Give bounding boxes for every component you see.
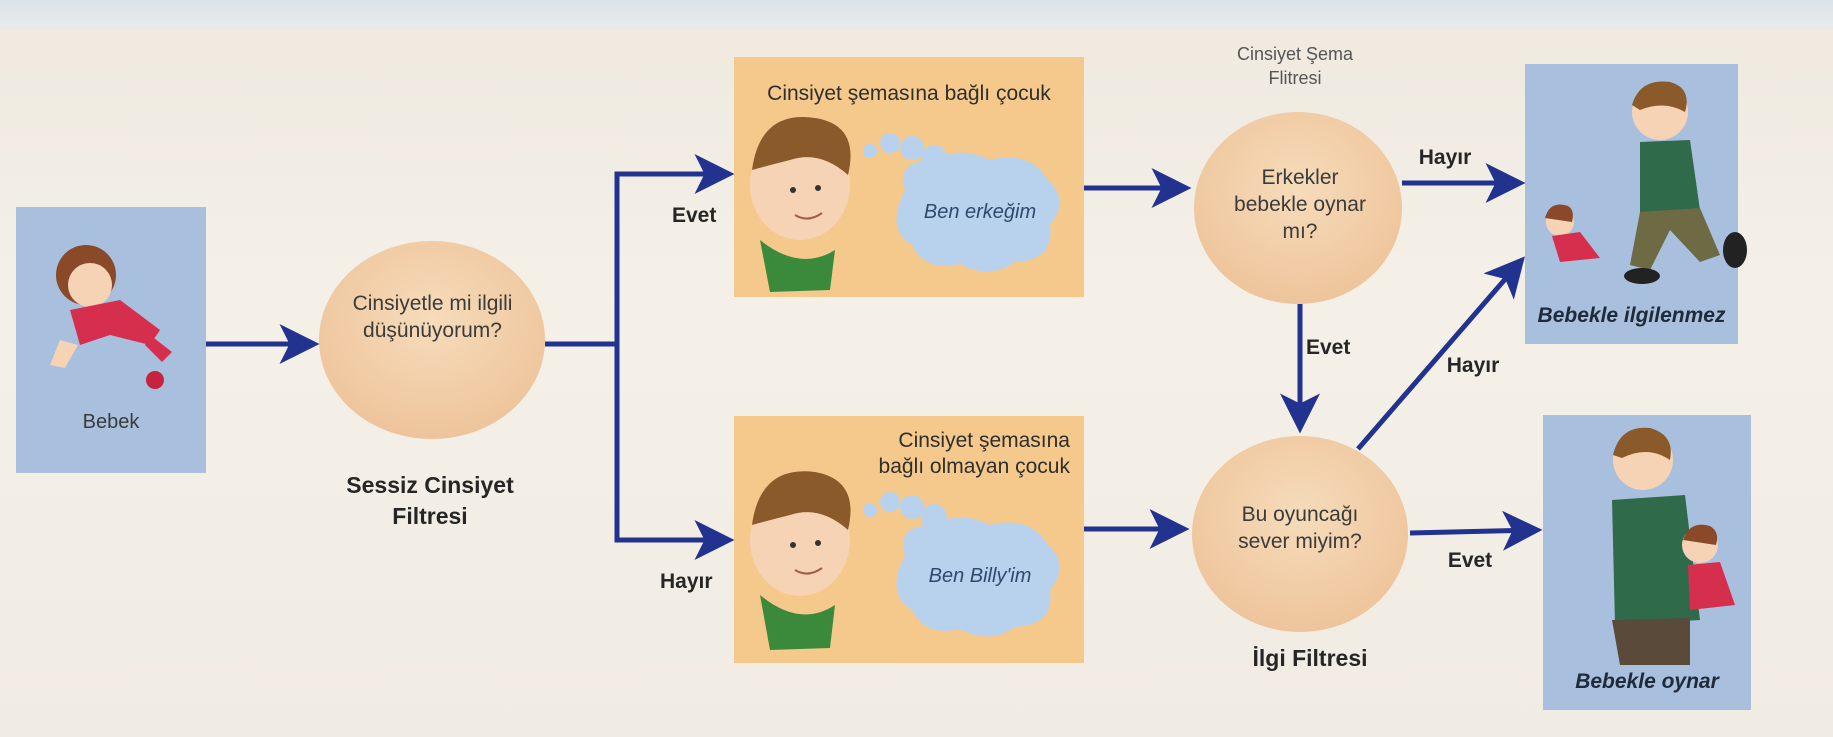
edge-no-gender: Hayır (1418, 146, 1472, 169)
bebek-panel (16, 207, 206, 473)
silent-filter-label: Sessiz Cinsiyet Filtresi (346, 472, 514, 529)
not-interested-panel (1525, 64, 1738, 344)
thought-bubbles-top (863, 133, 947, 171)
edge-yes-interest: Evet (1447, 549, 1493, 572)
boy-face-icon (750, 117, 851, 292)
interest-circle (1192, 436, 1408, 632)
outcome-not-interested: Bebekle ilgilenmez (1537, 304, 1726, 327)
gender-circle (1194, 112, 1402, 304)
aschematic-thought-text: Ben Billy'im (928, 565, 1032, 587)
schematic-thought-text: Ben erkeğim (923, 201, 1037, 223)
doll-on-floor-icon (1545, 204, 1600, 262)
boy-face-icon-bottom (750, 471, 851, 650)
interest-filter-label: İlgi Filtresi (1252, 645, 1368, 671)
question-node-label: Cinsiyetle mi ilgili düşünüyorum? (352, 292, 513, 342)
interest-question-label: Bu oyuncağı sever miyim? (1238, 503, 1362, 553)
boy-with-doll-icon (1612, 427, 1735, 665)
bebek-label: Bebek (82, 411, 140, 433)
gender-schema-filter-label: Cinsiyet Şema Flitresi (1236, 44, 1354, 88)
arrow-interest-no (1356, 256, 1525, 451)
arrow-interest-yes (1409, 510, 1543, 551)
arrow-branch-to-top-panel (614, 154, 735, 344)
thought-cloud-top (896, 152, 1060, 272)
connector-arrows (206, 154, 1543, 560)
gender-question-label: Erkekler bebekle oynar mı? (1234, 166, 1366, 243)
arrow-branch-to-bottom-panel (614, 344, 735, 560)
question-circle (319, 241, 545, 439)
doll-figure-icon (50, 245, 172, 389)
edge-no-interest: Hayır (1446, 354, 1500, 377)
thought-cloud-bottom (896, 517, 1060, 637)
outcome-plays: Bebekle oynar (1575, 670, 1719, 693)
walking-boy-icon (1624, 81, 1747, 284)
edge-yes-gender: Evet (1306, 336, 1351, 359)
edge-no-bottom: Hayır (660, 570, 713, 593)
aschematic-child-title: Cinsiyet şemasına bağlı olmayan çocuk (878, 429, 1070, 478)
schematic-child-title: Cinsiyet şemasına bağlı çocuk (767, 82, 1051, 105)
top-edge (0, 0, 1833, 30)
edge-yes-top: Evet (672, 204, 717, 227)
